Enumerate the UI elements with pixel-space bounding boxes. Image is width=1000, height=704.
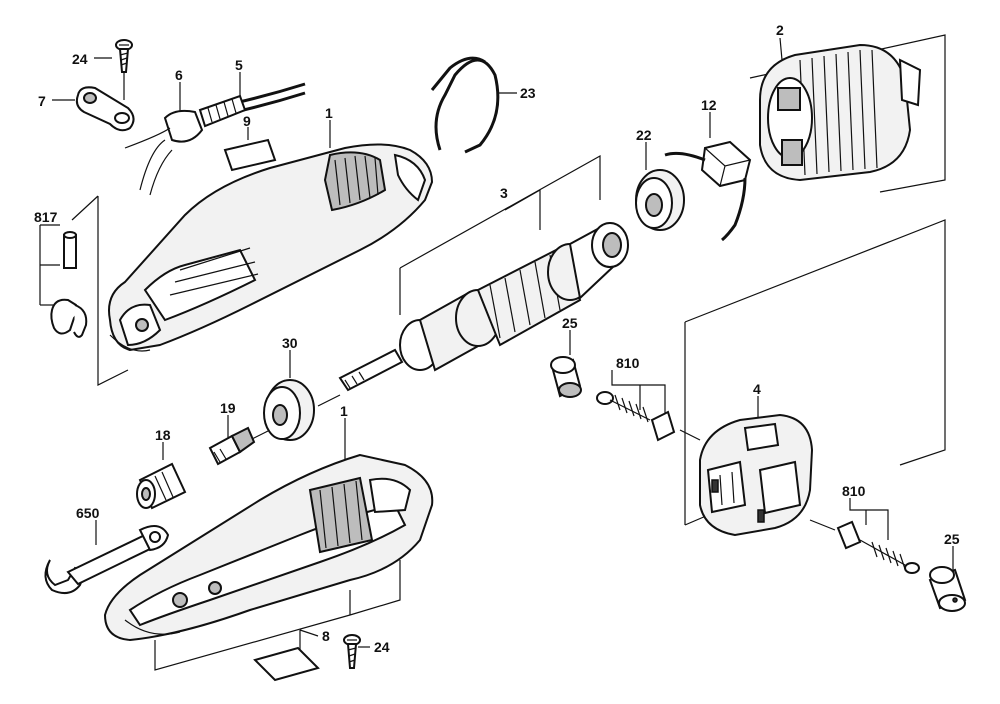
label-24-top: 24 <box>72 51 88 67</box>
part-labels: 24 7 6 5 9 1 23 817 3 22 12 2 25 810 4 8… <box>34 22 960 655</box>
cord-clamp <box>75 86 135 132</box>
cord-assembly <box>124 82 306 196</box>
bearing-rear <box>635 169 685 231</box>
label-12: 12 <box>701 97 717 113</box>
label-22: 22 <box>636 127 652 143</box>
label-817: 817 <box>34 209 58 225</box>
collet <box>208 426 256 466</box>
label-top <box>223 138 277 172</box>
armature <box>338 222 629 392</box>
label-25-right: 25 <box>944 531 960 547</box>
label-3: 3 <box>500 185 508 201</box>
label-8: 8 <box>322 628 330 644</box>
label-810-left: 810 <box>616 355 640 371</box>
label-1-bottom: 1 <box>340 403 348 419</box>
label-24-bottom: 24 <box>374 639 390 655</box>
brush-right <box>836 520 920 574</box>
label-25-left: 25 <box>562 315 578 331</box>
brush-left <box>596 391 676 442</box>
field-coil <box>759 43 922 182</box>
brush-holder <box>699 413 814 537</box>
label-2: 2 <box>776 22 784 38</box>
label-23: 23 <box>520 85 536 101</box>
label-9: 9 <box>243 113 251 129</box>
brush-cap-left <box>550 356 582 398</box>
brush-cap-right <box>928 566 967 612</box>
label-7: 7 <box>38 93 46 109</box>
wrench <box>44 525 170 595</box>
screw-top <box>115 39 133 73</box>
label-5: 5 <box>235 57 243 73</box>
label-bottom <box>253 646 320 682</box>
housing-bottom <box>103 453 434 642</box>
label-1-top: 1 <box>325 105 333 121</box>
label-18: 18 <box>155 427 171 443</box>
screw-bottom <box>343 634 361 669</box>
lock-pin <box>50 231 88 338</box>
cord-wire <box>430 56 500 154</box>
label-810-right: 810 <box>842 483 866 499</box>
bearing-front <box>263 379 315 441</box>
label-650: 650 <box>76 505 100 521</box>
label-19: 19 <box>220 400 236 416</box>
switch-block <box>664 140 752 242</box>
label-6: 6 <box>175 67 183 83</box>
housing-top <box>108 143 434 352</box>
collet-nut <box>136 462 187 510</box>
label-30: 30 <box>282 335 298 351</box>
label-4: 4 <box>753 381 761 397</box>
